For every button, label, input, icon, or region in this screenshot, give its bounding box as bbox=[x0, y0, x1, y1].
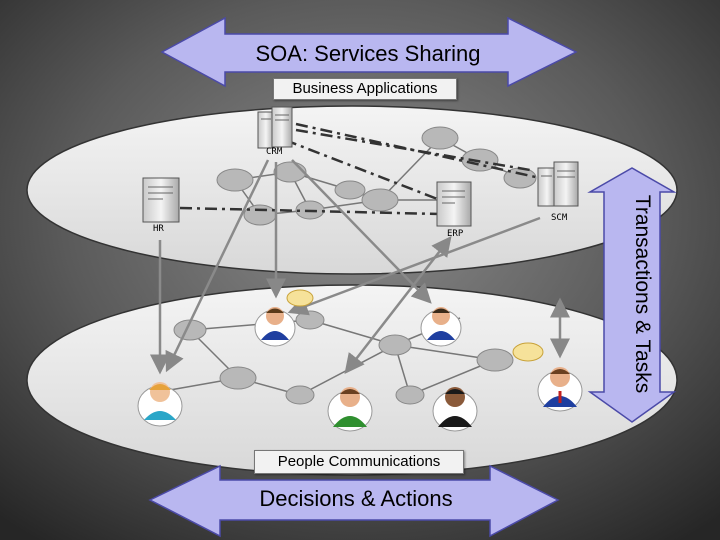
people-communications-label: People Communications bbox=[254, 450, 464, 474]
top-double-arrow bbox=[160, 16, 578, 88]
erp-server-icon bbox=[436, 181, 472, 227]
people-communications-layer bbox=[26, 284, 678, 476]
cross-layer-arrows bbox=[150, 159, 570, 375]
business-applications-text: Business Applications bbox=[292, 80, 438, 97]
person-avatar-green bbox=[327, 387, 373, 432]
people-communications-text: People Communications bbox=[277, 453, 441, 470]
person-avatar-blue-1 bbox=[254, 307, 296, 347]
person-avatar-dark bbox=[432, 387, 478, 432]
slide-title: SOA: Services Sharing bbox=[255, 41, 481, 66]
hr-label: HR bbox=[153, 224, 164, 234]
speech-bubble-icon-2 bbox=[512, 342, 544, 362]
right-vertical-double-arrow bbox=[587, 167, 677, 423]
person-avatar-female bbox=[137, 382, 183, 427]
person-avatar-blue-2 bbox=[420, 307, 462, 347]
service-sharing-links bbox=[179, 122, 541, 216]
bottom-double-arrow bbox=[148, 464, 560, 538]
erp-label: ERP bbox=[447, 229, 464, 239]
upper-network-nodes bbox=[216, 126, 537, 226]
scm-server-icon bbox=[537, 161, 579, 207]
person-avatar-red-tie bbox=[537, 367, 583, 412]
business-applications-label: Business Applications bbox=[273, 78, 457, 100]
scm-label: SCM bbox=[551, 213, 568, 223]
hr-server-icon bbox=[142, 177, 180, 223]
crm-label: CRM bbox=[266, 147, 283, 157]
speech-bubble-icon-1 bbox=[286, 289, 314, 307]
bottom-title: Decisions & Actions bbox=[259, 486, 453, 511]
transactions-tasks-label: Transactions & Tasks bbox=[631, 194, 654, 394]
crm-server-icon bbox=[257, 106, 293, 149]
